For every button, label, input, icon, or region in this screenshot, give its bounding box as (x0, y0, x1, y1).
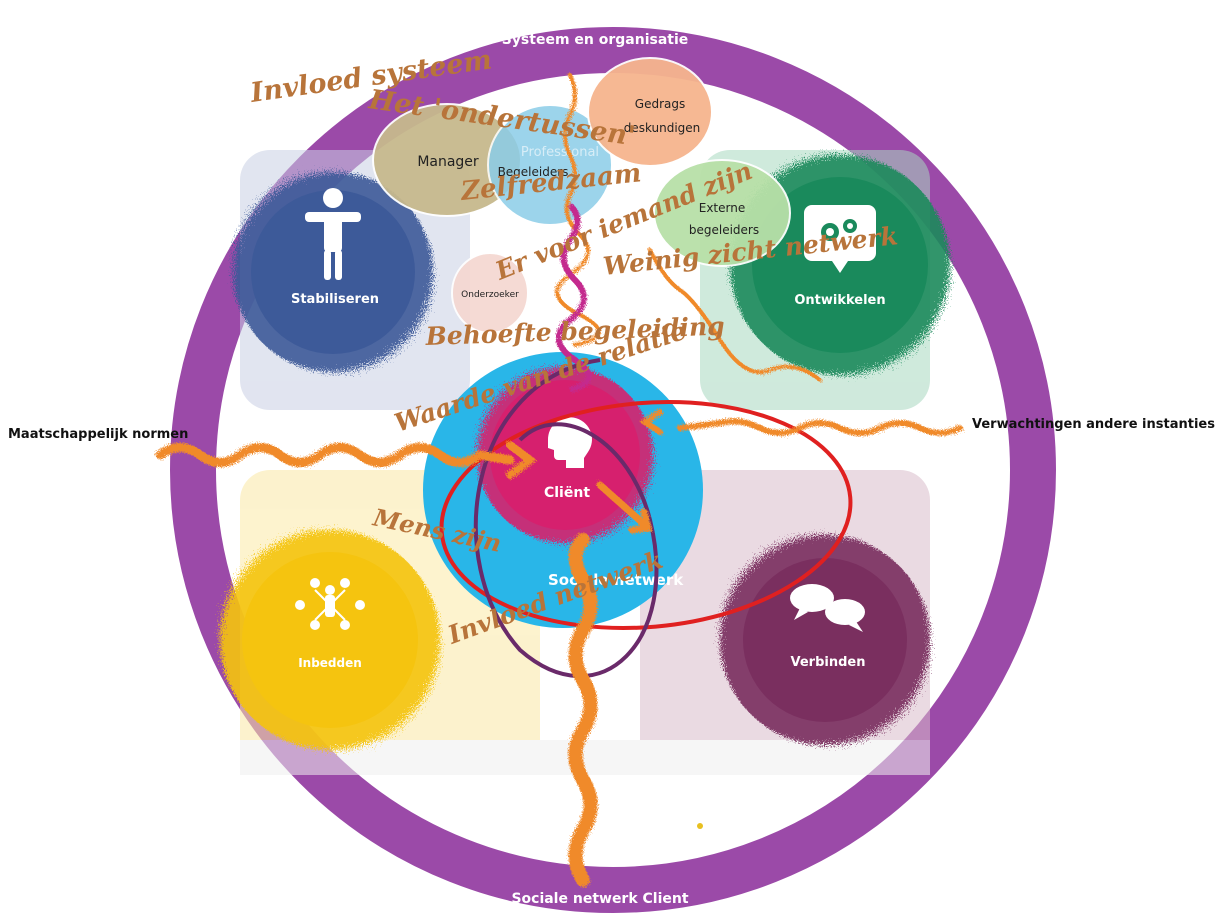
bubble-begeleiders: Professional Begeleiders (487, 104, 613, 226)
svg-text:deskundigen: deskundigen (624, 121, 701, 135)
bubble-manager: Manager (372, 103, 522, 217)
red-ellipse (439, 400, 853, 630)
ring-bottom-label: Sociale netwerk Client (511, 891, 688, 907)
gear-bubble-icon (804, 205, 876, 273)
quadrant-verbinden: Verbinden (720, 535, 930, 745)
svg-text:Manager: Manager (417, 154, 479, 170)
quadrant-stabiliseren: Stabiliseren (233, 172, 433, 372)
side-label-right: Verwachtingen andere instanties (972, 417, 1215, 432)
chat-bubbles-icon (790, 584, 865, 632)
orange-arrows (155, 73, 963, 887)
person-icon (305, 188, 361, 280)
quadrant-label: Stabiliseren (291, 292, 379, 307)
bubble-externe: Externe begeleiders (653, 159, 791, 267)
svg-text:begeleiders: begeleiders (689, 223, 759, 237)
quadrant-inbedden: Inbedden (220, 530, 440, 750)
svg-text:Gedrags: Gedrags (635, 97, 685, 111)
magenta-squiggle (555, 202, 592, 393)
svg-text:Professional: Professional (521, 145, 599, 160)
yellow-dot (697, 823, 703, 829)
quadrant-label: Verbinden (791, 655, 866, 670)
bubble-gedrags: Gedrags deskundigen (587, 57, 713, 167)
svg-text:Externe: Externe (699, 201, 745, 215)
svg-text:Begeleiders: Begeleiders (498, 165, 569, 179)
quadrant-label: Inbedden (298, 656, 362, 670)
ring-top-label: Systeem en organisatie (502, 32, 689, 48)
client-label: Cliënt (544, 485, 590, 501)
network-people-icon (295, 578, 365, 630)
svg-text:Onderzoeker: Onderzoeker (461, 290, 519, 300)
side-label-left: Maatschappelijk normen (8, 427, 188, 442)
bubble-onderzoeker: Onderzoeker (451, 252, 529, 334)
quadrant-label: Ontwikkelen (794, 293, 885, 308)
outer-ring (170, 27, 1056, 913)
center-client: Cliënt (477, 367, 653, 543)
